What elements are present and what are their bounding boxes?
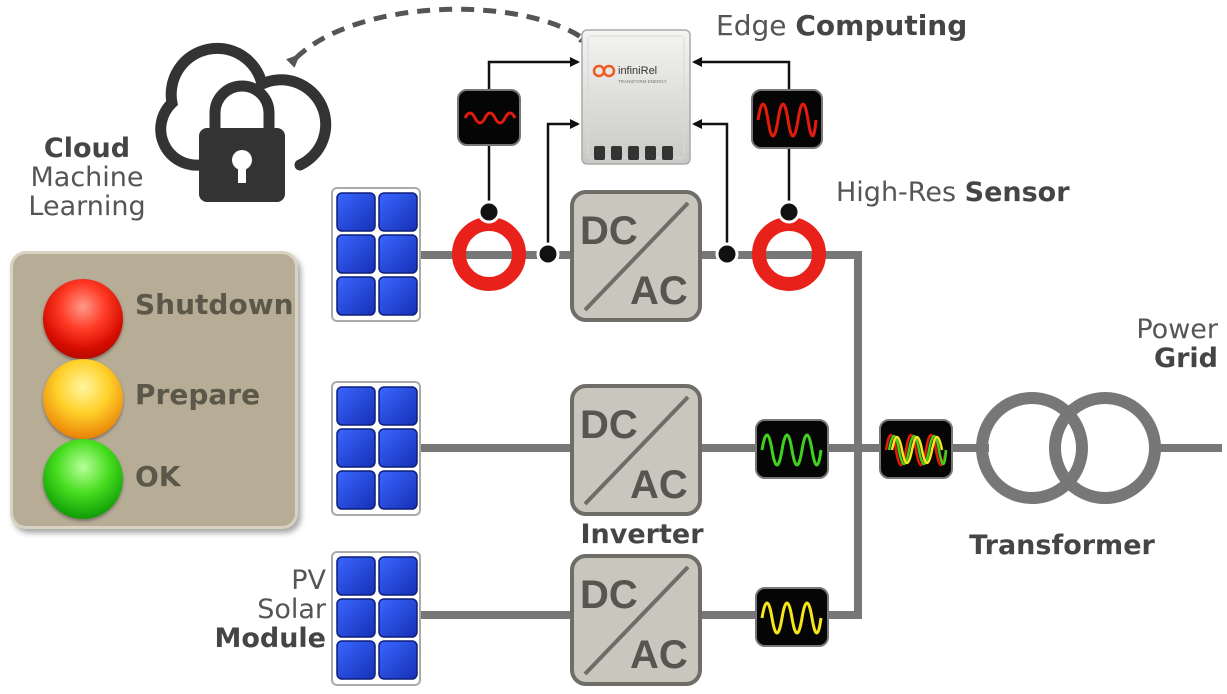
voltage-tap-input — [536, 242, 560, 266]
signal-line-input-current — [487, 57, 580, 205]
edge-computing-device: infiniRel TRANSFORM ENERGY — [581, 29, 691, 165]
cloud-to-edge-link-arrow — [286, 6, 593, 68]
sensor-ring-output — [752, 200, 826, 291]
inverter-3: DC AC — [570, 554, 702, 686]
pv-solar-module-1 — [331, 187, 421, 322]
transformer-label: Transformer — [957, 531, 1167, 560]
voltage-tap-output — [715, 242, 739, 266]
power-grid-label-bold: Grid — [1153, 343, 1218, 375]
inverter-label-text: Inverter — [580, 519, 704, 550]
device-tagline-text: TRANSFORM ENERGY — [618, 79, 667, 84]
pv-solar-module-3 — [331, 551, 421, 686]
device-brand-text: infiniRel — [618, 65, 657, 77]
waveform-scope-green — [755, 419, 829, 479]
edge-computing-label: Edge Computing — [716, 9, 968, 42]
edge-computing-label-bold: Computing — [795, 9, 968, 42]
pv-solar-module-label: PV Solar Module — [190, 566, 326, 653]
prepare-status-label: Prepare — [135, 378, 261, 411]
signal-line-input-voltage — [546, 119, 580, 252]
cloud-ml-label-line2: Machine — [30, 162, 144, 194]
ok-status-label: OK — [135, 460, 181, 493]
ok-light-icon — [43, 439, 123, 519]
device-connector-ports — [594, 146, 673, 160]
pv-label-line2: Solar — [257, 594, 326, 626]
inverter-2-ac-text: AC — [630, 463, 688, 507]
prepare-light-icon — [43, 359, 123, 439]
sensor-signal-lines — [487, 57, 791, 252]
high-res-sensor-label-bold: Sensor — [964, 177, 1070, 208]
power-grid-label: Power Grid — [1100, 315, 1218, 373]
pv-label-line1: PV — [291, 565, 326, 596]
inverter-2: DC AC — [570, 384, 702, 516]
inverter-3-dc-text: DC — [580, 573, 638, 617]
waveform-scope-input — [457, 89, 521, 146]
inverter-3-ac-text: AC — [630, 633, 688, 677]
edge-computing-label-pre: Edge — [716, 9, 787, 42]
sensor-ring-input — [452, 200, 526, 291]
signal-line-output-current — [692, 57, 791, 205]
cloud-ml-label-line3: Learning — [28, 191, 146, 223]
inverter-label: Inverter — [568, 520, 716, 549]
signal-line-output-voltage — [692, 119, 729, 252]
shutdown-status-label: Shutdown — [135, 288, 294, 321]
status-indicator-panel: Shutdown Prepare OK — [10, 251, 298, 529]
shutdown-light-icon — [43, 279, 123, 359]
pv-solar-module-2 — [331, 381, 421, 516]
high-res-sensor-label: High-Res Sensor — [836, 178, 1070, 207]
inverter-2-dc-text: DC — [580, 403, 638, 447]
waveform-scope-output — [751, 89, 823, 149]
inverter-1-ac-text: AC — [630, 269, 688, 313]
pv-label-bold: Module — [214, 623, 326, 655]
cloud-lock-icon — [155, 42, 332, 202]
power-grid-label-line1: Power — [1136, 314, 1218, 345]
waveform-scope-combined — [879, 419, 953, 479]
inverter-1-dc-text: DC — [580, 209, 638, 253]
high-res-sensor-label-pre: High-Res — [836, 177, 957, 208]
transformer-label-text: Transformer — [969, 530, 1155, 561]
transformer-icon — [976, 392, 1161, 504]
waveform-scope-yellow — [755, 587, 829, 647]
cloud-ml-label: Cloud Machine Learning — [12, 134, 162, 221]
inverter-1: DC AC — [570, 190, 702, 322]
cloud-ml-label-bold: Cloud — [43, 133, 131, 164]
